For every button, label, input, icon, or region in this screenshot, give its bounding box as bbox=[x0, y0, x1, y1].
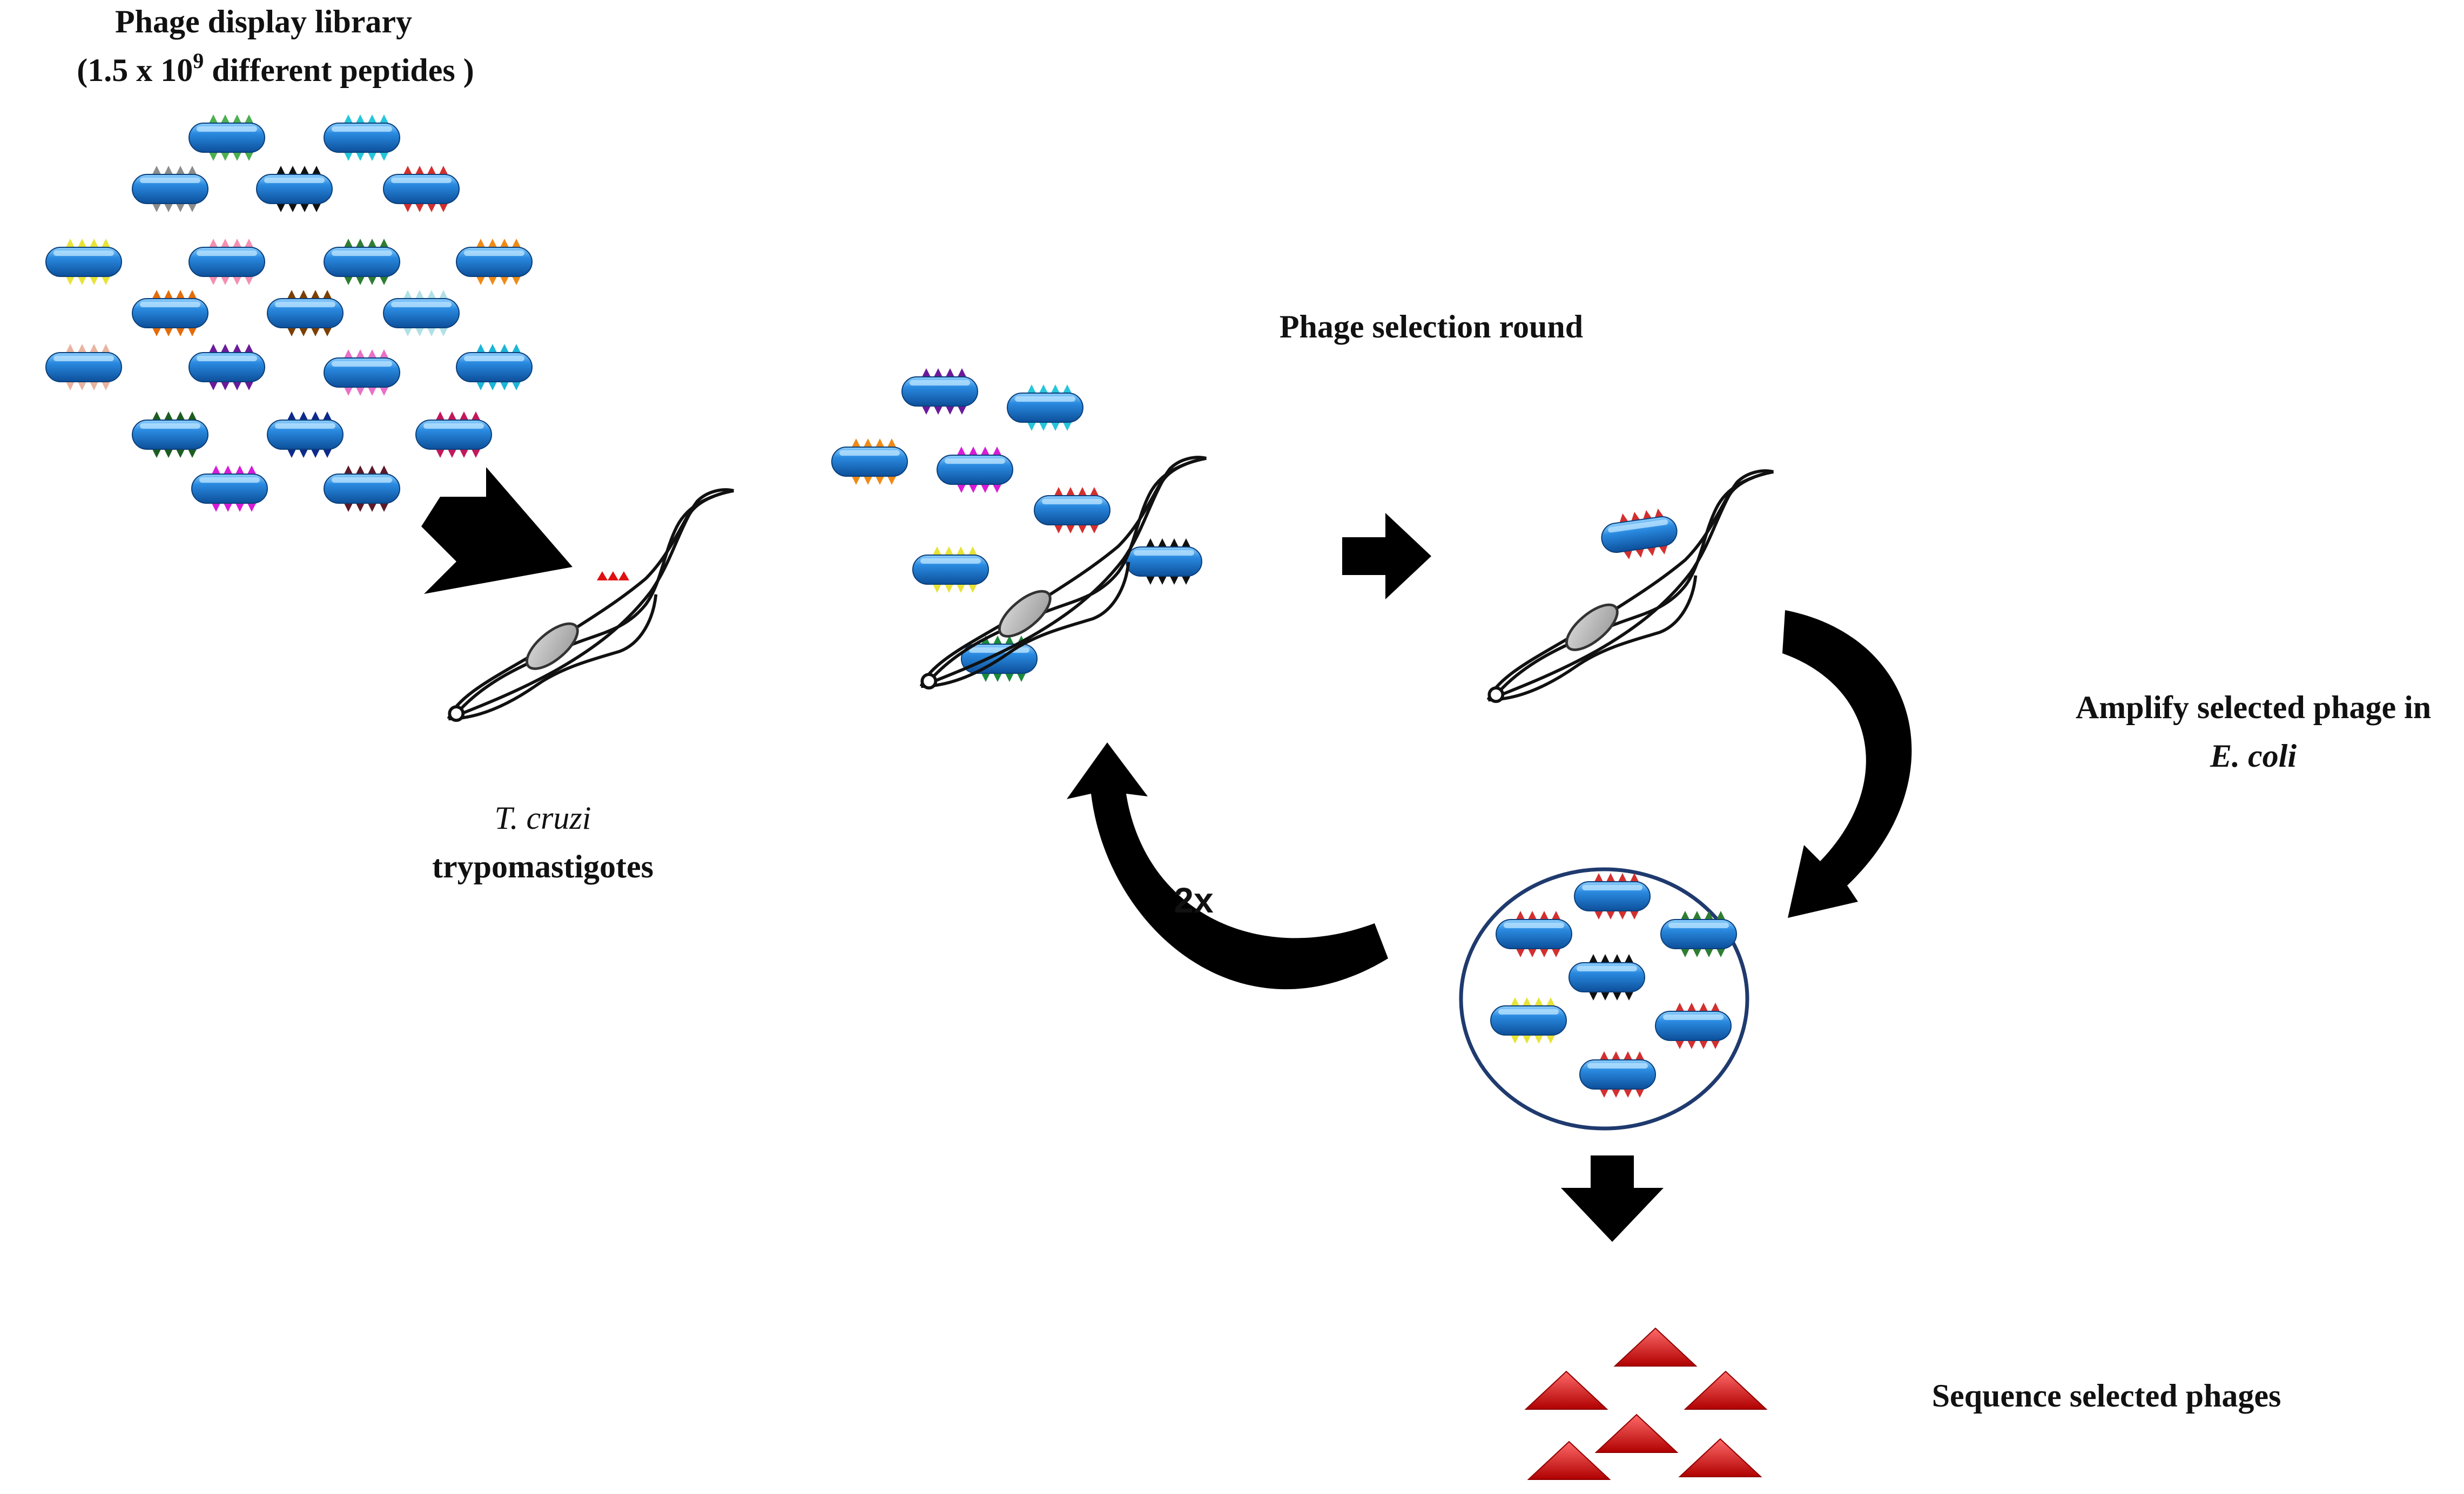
phage-particle-icon bbox=[267, 290, 344, 336]
phage-particle-icon bbox=[324, 349, 400, 396]
library-count: (1.5 x 109 different peptides ) bbox=[77, 49, 474, 88]
phage-particle-icon bbox=[1660, 911, 1737, 957]
amplify-host-label: E. coli bbox=[2210, 738, 2297, 774]
curved-arrow-icon bbox=[1782, 610, 1912, 918]
phage-particle-icon bbox=[324, 465, 400, 512]
phage-particle-icon bbox=[1601, 508, 1678, 560]
phage-particle-icon bbox=[937, 447, 1013, 493]
phage-particle-icon bbox=[324, 114, 400, 161]
peptide-triangle-icon bbox=[1527, 1441, 1611, 1480]
phage-particle-icon bbox=[132, 290, 208, 336]
phage-particle-icon bbox=[415, 411, 492, 458]
phage-particle-icon bbox=[1126, 538, 1202, 585]
phage-particle-icon bbox=[456, 344, 533, 390]
bound-peptide-marker bbox=[597, 571, 629, 580]
phage-particle-icon bbox=[912, 546, 989, 593]
phage-particle-icon bbox=[1579, 1051, 1656, 1098]
down-arrow-icon bbox=[1561, 1155, 1664, 1242]
down-right-arrow-icon bbox=[421, 467, 573, 594]
curved-arrow-icon bbox=[1067, 742, 1388, 990]
phage-particle-icon bbox=[191, 465, 268, 512]
right-arrow-icon bbox=[1342, 513, 1431, 599]
phage-particle-icon bbox=[383, 290, 460, 336]
peptide-triangle-icon bbox=[1524, 1370, 1608, 1410]
parasite-stage-label: trypomastigotes bbox=[432, 849, 654, 884]
peptide-triangle-icon bbox=[1613, 1327, 1698, 1367]
sequence-label: Sequence selected phages bbox=[1932, 1378, 2281, 1414]
peptide-triangle-icon bbox=[1684, 1370, 1768, 1410]
phage-particle-icon bbox=[1496, 911, 1572, 957]
phage-particle-icon bbox=[132, 411, 208, 458]
phage-particle-icon bbox=[188, 239, 265, 285]
phage-particle-icon bbox=[831, 438, 908, 485]
phage-particle-icon bbox=[256, 166, 333, 212]
parasite-species-label: T. cruzi bbox=[495, 800, 591, 836]
phage-particle-icon bbox=[1574, 873, 1651, 920]
phage-particle-icon bbox=[45, 344, 122, 390]
repeat-count-label: 2x bbox=[1174, 880, 1214, 920]
amplified-phages bbox=[1490, 873, 1737, 1098]
phage-particle-icon bbox=[132, 166, 208, 212]
selection-round-label: Phage selection round bbox=[1280, 309, 1583, 344]
library-title: Phage display library bbox=[115, 4, 412, 39]
phage-particle-icon bbox=[188, 114, 265, 161]
phage-particle-icon bbox=[1655, 1003, 1732, 1049]
trypomastigote-parasite-icon bbox=[1488, 471, 1773, 701]
phage-particle-icon bbox=[901, 368, 978, 415]
phage-particle-icon bbox=[1568, 954, 1645, 1000]
phage-particle-icon bbox=[1007, 384, 1083, 431]
phage-particle-icon bbox=[324, 239, 400, 285]
phage-particle-icon bbox=[1490, 997, 1567, 1044]
bound-phages bbox=[1601, 508, 1678, 560]
peptide-triangle-icon bbox=[1678, 1438, 1762, 1477]
phage-library bbox=[45, 114, 533, 512]
phage-particle-icon bbox=[1034, 487, 1110, 533]
phage-particle-icon bbox=[267, 411, 344, 458]
phage-particle-icon bbox=[45, 239, 122, 285]
peptide-triangle-icon bbox=[1594, 1414, 1679, 1453]
selected-peptides bbox=[1524, 1327, 1768, 1480]
phage-particle-icon bbox=[456, 239, 533, 285]
amplify-label: Amplify selected phage in bbox=[2076, 689, 2431, 725]
phage-particle-icon bbox=[188, 344, 265, 390]
phage-particle-icon bbox=[383, 166, 460, 212]
selection-round-phages bbox=[831, 368, 1202, 682]
